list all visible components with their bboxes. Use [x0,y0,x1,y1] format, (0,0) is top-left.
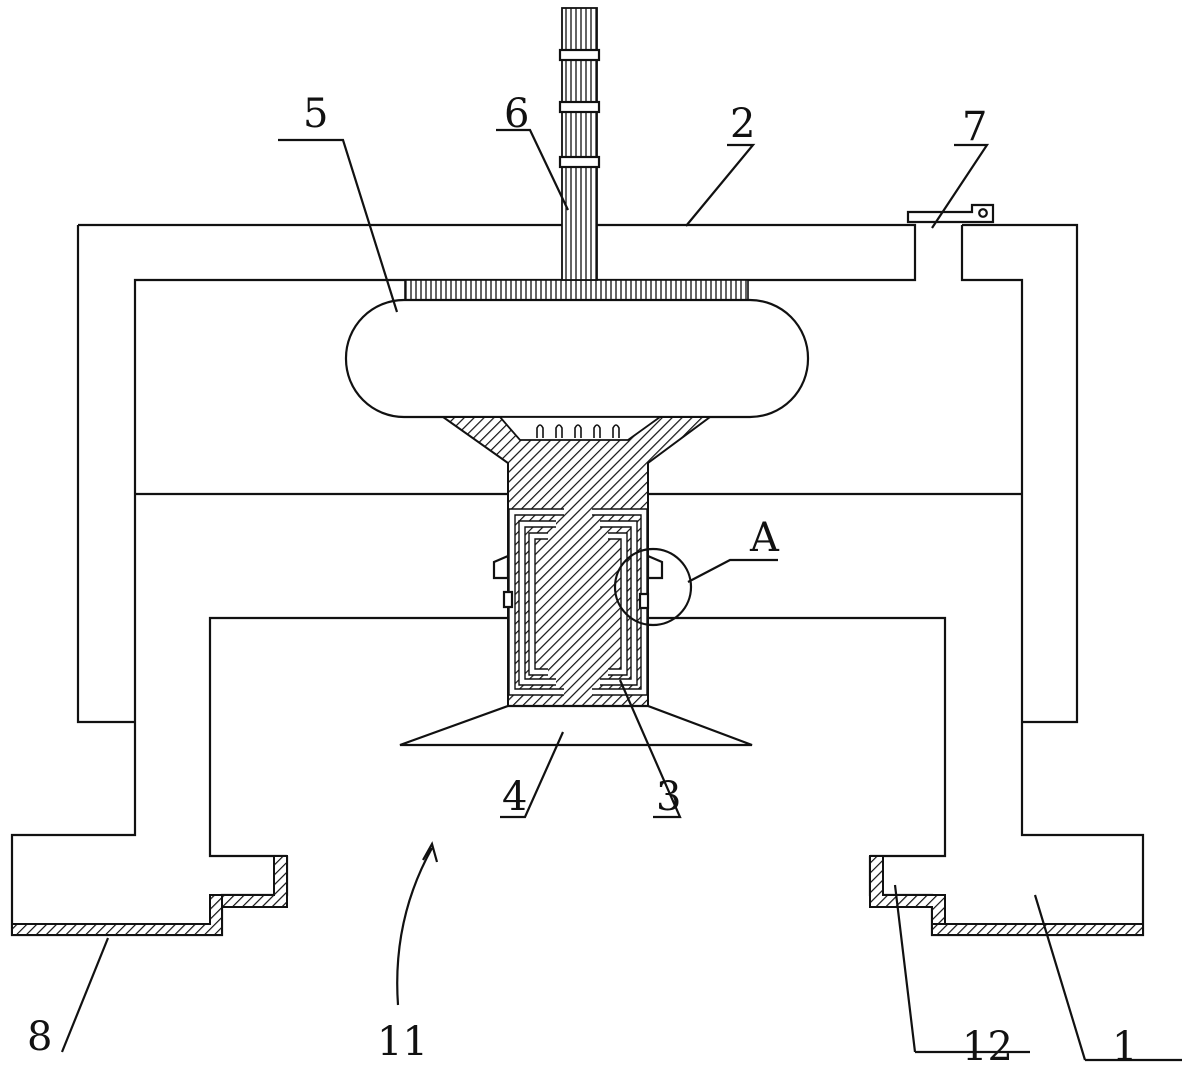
label-4: 4 [502,774,527,820]
vent-valve [906,203,995,224]
airflow-arrow [396,841,439,1006]
leader-a [687,558,778,583]
funnel-core [439,416,714,707]
diffuser-plate [399,704,753,747]
nozzle-pins [536,424,620,438]
foot-plate-left [11,894,223,936]
vent-valve-pin [978,208,988,218]
side-latches [492,554,664,610]
shaft [561,7,598,281]
label-a: A [749,515,780,561]
foot-plate-left-step [221,855,288,908]
outer-housing [10,223,1145,937]
label-2: 2 [730,101,755,147]
label-11: 11 [377,1019,428,1065]
label-12: 12 [962,1024,1013,1070]
comb-plate [404,279,749,301]
label-7: 7 [962,104,987,150]
inner-shell [135,492,1022,858]
detail-circle-a [613,547,693,627]
coil-left-outline [508,508,564,696]
label-6: 6 [504,91,529,137]
shaft-collar-1 [558,48,601,62]
label-8: 8 [27,1014,52,1060]
label-3: 3 [656,774,681,820]
foot-plate-right-step [869,855,946,925]
shaft-collar-3 [558,155,601,169]
leader-lines [60,128,1182,1062]
bladder [344,298,810,419]
shaft-collar-2 [558,100,601,114]
foot-plate-right [931,923,1144,936]
label-1: 1 [1112,1024,1137,1070]
label-5: 5 [303,91,328,137]
